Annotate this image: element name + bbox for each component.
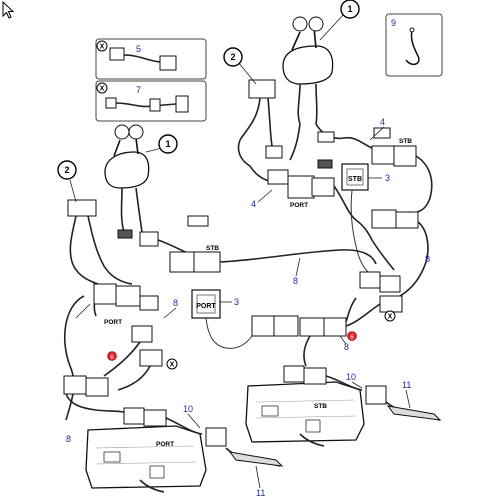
x-mark: X — [100, 44, 105, 51]
connector — [299, 317, 325, 337]
svg-text:1: 1 — [165, 139, 170, 149]
bubble-1-upper: 1 — [319, 0, 360, 41]
connector — [139, 349, 163, 367]
callout-4: 4 — [251, 199, 256, 209]
connector — [265, 145, 283, 159]
connector — [93, 283, 117, 305]
label-port: PORT — [156, 441, 174, 448]
x-mark: X — [170, 362, 175, 369]
bubble-2-lower: 2 — [57, 160, 77, 203]
callout-10: 10 — [183, 404, 193, 414]
callout-10: 10 — [346, 372, 356, 382]
connector — [63, 375, 87, 395]
connector — [371, 209, 397, 229]
inset-box-9: 9 — [385, 13, 443, 77]
connector — [205, 427, 227, 447]
connector — [193, 251, 221, 273]
connector — [169, 251, 195, 273]
callout-3: 3 — [385, 173, 390, 183]
port-engine-module: PORT — [85, 407, 284, 493]
connector — [379, 275, 401, 293]
label-stb: STB — [206, 245, 219, 252]
mouse-pointer-icon — [2, 0, 15, 19]
connector — [115, 285, 141, 307]
label-port: PORT — [104, 319, 122, 326]
connector — [105, 97, 117, 109]
connector — [123, 407, 145, 425]
callout-8: 8 — [173, 298, 178, 308]
svg-text:PORT: PORT — [196, 303, 216, 310]
inset-box-7: X 7 — [95, 80, 207, 122]
stb-switch-box: STB 3 — [341, 163, 390, 273]
connector — [283, 365, 305, 383]
connector — [303, 367, 327, 385]
svg-text:2: 2 — [230, 52, 235, 62]
inset-box-5: X 5 — [95, 38, 207, 80]
callout-9: 9 — [391, 18, 396, 28]
label-port: PORT — [290, 202, 308, 209]
svg-text:STB: STB — [348, 176, 362, 183]
label-stb: STB — [399, 138, 412, 145]
harness-middle-right: X — [251, 271, 403, 367]
svg-text:6: 6 — [350, 335, 354, 341]
connector — [187, 215, 209, 227]
callout-5: 5 — [136, 44, 141, 54]
label-stb: STB — [314, 403, 327, 410]
connector — [365, 385, 387, 405]
connector — [159, 55, 177, 71]
x-mark: X — [100, 86, 105, 93]
connector — [117, 229, 133, 239]
svg-text:1: 1 — [347, 4, 352, 14]
connector — [175, 95, 189, 113]
port-switch-box: PORT 3 — [191, 289, 253, 349]
connector — [323, 317, 347, 337]
connector — [287, 175, 315, 199]
connector — [395, 211, 419, 229]
callout-11: 11 — [402, 380, 411, 390]
harness-upper — [237, 79, 433, 297]
connector — [373, 127, 391, 139]
connector — [143, 409, 167, 427]
callout-3: 3 — [234, 297, 239, 307]
connector — [139, 295, 159, 311]
connector — [85, 377, 109, 397]
stb-engine-module: STB — [245, 365, 442, 447]
connector — [67, 199, 97, 217]
control-head-lower — [104, 124, 150, 233]
connector — [131, 325, 153, 343]
callout-4: 4 — [380, 117, 385, 127]
connector — [149, 98, 161, 112]
x-mark: X — [388, 314, 393, 321]
callout-8: 8 — [66, 434, 71, 444]
bubble-2-upper: 2 — [223, 47, 257, 85]
connector — [371, 145, 395, 165]
callout-11: 11 — [256, 488, 265, 498]
svg-text:6: 6 — [110, 355, 114, 361]
connector — [317, 159, 333, 169]
callout-8: 8 — [425, 254, 430, 264]
callout-8: 8 — [293, 276, 298, 286]
connector — [317, 131, 335, 143]
connector — [273, 315, 299, 337]
connector — [359, 271, 381, 289]
bubble-1-lower: 1 — [145, 134, 178, 154]
connector — [248, 79, 276, 99]
connector — [311, 177, 335, 197]
red-marker-6-left: 6 — [107, 351, 117, 361]
connector — [379, 295, 403, 313]
control-head-upper — [282, 16, 334, 125]
harness-lower-left: X — [63, 325, 178, 415]
connector — [251, 315, 275, 337]
hook-clip-icon — [405, 29, 420, 66]
harness-lower — [64, 199, 377, 421]
callout-8: 8 — [344, 342, 349, 352]
connector — [139, 231, 159, 247]
callout-7: 7 — [136, 85, 141, 95]
svg-text:2: 2 — [64, 165, 69, 175]
connector — [109, 47, 125, 61]
red-marker-6-right: 6 — [347, 331, 357, 341]
connector — [393, 145, 417, 167]
connector — [267, 169, 289, 185]
